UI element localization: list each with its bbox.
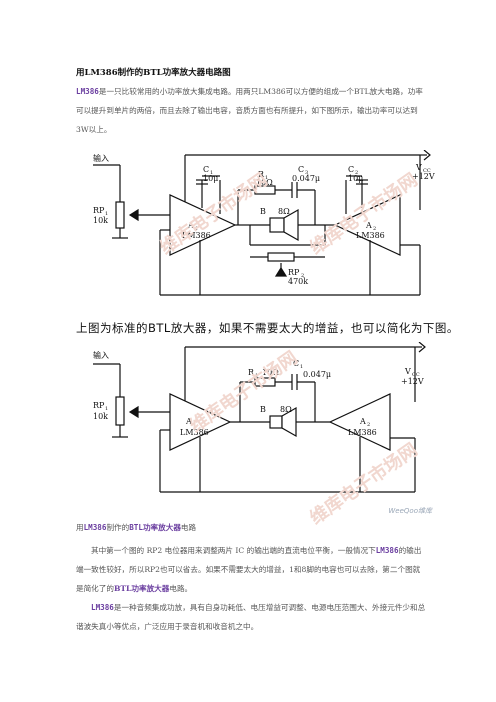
c1-label: C	[203, 165, 209, 174]
vcc-label: V	[415, 163, 422, 172]
svg-text:3: 3	[305, 170, 308, 176]
input-label-2: 输入	[93, 350, 109, 360]
a1-label-2: A	[185, 417, 192, 426]
c1-value: 10μ	[203, 174, 218, 183]
vcc-label-2: V	[404, 367, 411, 376]
circuit-diagram-1: 输入 RP 1 10k C 1 10μ R 1 10Ω C 3 0.047μ C…	[93, 150, 435, 296]
a2-label: A	[365, 221, 372, 230]
svg-text:1: 1	[210, 170, 213, 176]
body-paragraph-2: LM386是一种音频集成功放，具有自身功耗低、电压增益可调整、电源电压范围大、外…	[76, 603, 426, 631]
intro-paragraph: LM386是一只比较常用的小功率放大集成电路。用两只LM386可以方便的组成一个…	[76, 82, 426, 139]
rp2-value: 470k	[288, 277, 308, 286]
a1-chip: LM386	[182, 231, 211, 240]
site-watermark: WeeQoo维库	[388, 507, 432, 515]
a2-chip: LM386	[356, 231, 385, 240]
c3-value: 0.047μ	[292, 174, 320, 183]
c2-label: C	[348, 165, 354, 174]
vcc-value-2: +12V	[401, 377, 424, 386]
svg-text:1: 1	[265, 175, 268, 181]
a2-chip-2: LM386	[348, 428, 377, 437]
svg-text:1: 1	[105, 406, 108, 412]
svg-text:2: 2	[355, 170, 358, 176]
r1-label: R	[258, 170, 265, 179]
rp1-value-2: 10k	[93, 412, 108, 421]
rp1-label: RP	[93, 206, 105, 215]
body-paragraph-1: 其中第一个图的 RP2 电位器用来调整两片 IC 的输出端的直流电位平衡，一般情…	[76, 546, 422, 593]
a2-label-2: A	[359, 417, 366, 426]
svg-text:1: 1	[255, 373, 258, 379]
c1-value-2: 0.047μ	[303, 370, 331, 379]
speaker-label: B	[260, 207, 266, 216]
caption: 用LM386制作的BTL功率放大器电路	[76, 523, 197, 532]
vcc-value: +12V	[412, 172, 435, 181]
a1-label: A	[187, 221, 194, 230]
svg-text:CC: CC	[423, 168, 431, 174]
a1-chip-2: LM386	[180, 428, 209, 437]
svg-text:1: 1	[193, 422, 196, 428]
article-title: 用LM386制作的BTL功率放大器电路图	[76, 68, 231, 78]
svg-text:2: 2	[373, 226, 376, 232]
speaker-value: 8Ω	[278, 207, 290, 216]
svg-text:2: 2	[301, 273, 304, 279]
svg-text:2: 2	[367, 422, 370, 428]
c2-value: 10μ	[348, 174, 363, 183]
svg-text:1: 1	[300, 364, 303, 370]
rp2-label: RP	[288, 268, 300, 277]
svg-text:1: 1	[105, 211, 108, 217]
c1-label-2: C	[293, 359, 299, 368]
note-text: 上图为标准的BTL放大器，如果不需要太大的增益，也可以简化为下图。	[76, 321, 459, 335]
speaker-label-2: B	[260, 405, 266, 414]
speaker-value-2: 8Ω	[280, 405, 292, 414]
rp1-label-2: RP	[93, 401, 105, 410]
keyword: LM386	[76, 87, 99, 96]
c3-label: C	[298, 165, 304, 174]
r1-label-2: R	[248, 368, 255, 377]
r1-value: 10Ω	[256, 178, 273, 187]
input-label: 输入	[93, 153, 109, 163]
r1-value-2: 10Ω	[262, 368, 279, 377]
rp1-value: 10k	[93, 216, 108, 225]
circuit-diagram-2: 输入 RP 1 10k R 1 10Ω C 1 0.047μ B 8Ω A 1 …	[93, 342, 426, 493]
intro-text: 是一只比较常用的小功率放大集成电路。用两只LM386可以方便的组成一个BTL放大…	[76, 87, 423, 134]
svg-text:1: 1	[195, 226, 198, 232]
svg-text:CC: CC	[412, 372, 420, 378]
